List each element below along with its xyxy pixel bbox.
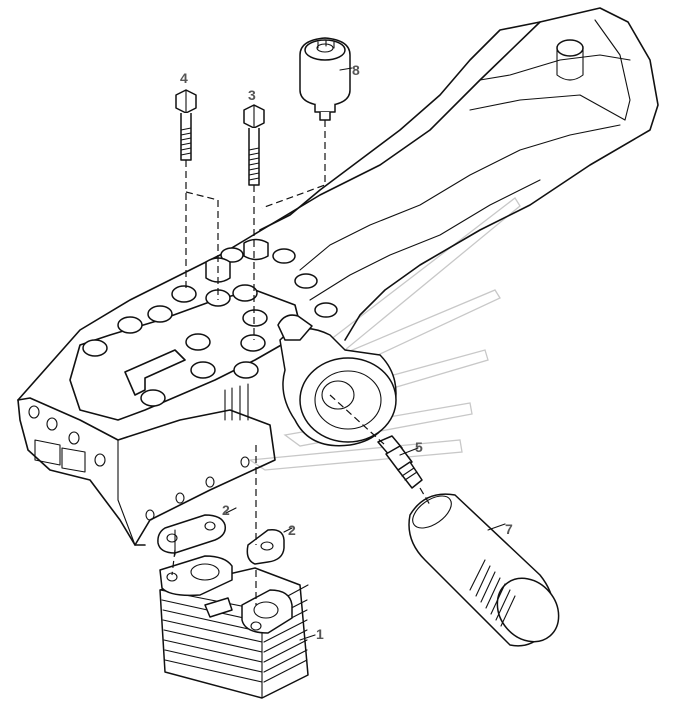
bolt-3 [243, 104, 265, 186]
threaded-nipple-5 [377, 435, 423, 489]
gasket-2a [157, 514, 227, 554]
assembly-lines [171, 67, 506, 641]
callout-2a: 2 [222, 502, 230, 518]
oil-filter-7 [408, 493, 560, 647]
callout-5: 5 [415, 439, 423, 455]
callout-3: 3 [248, 87, 256, 103]
axle-housing [17, 7, 659, 546]
bolt-4 [175, 89, 197, 161]
gasket-2b [246, 528, 285, 565]
oil-cooler-1 [159, 555, 309, 699]
flange-bolt-holes [82, 247, 338, 407]
housing-holes [28, 405, 250, 521]
filter-head [277, 314, 397, 447]
callout-1: 1 [316, 626, 324, 642]
callout-4: 4 [180, 70, 188, 86]
callout-7: 7 [505, 521, 513, 537]
pressure-switch-8 [299, 37, 351, 121]
callout-8: 8 [352, 62, 360, 78]
callout-2b: 2 [288, 522, 296, 538]
